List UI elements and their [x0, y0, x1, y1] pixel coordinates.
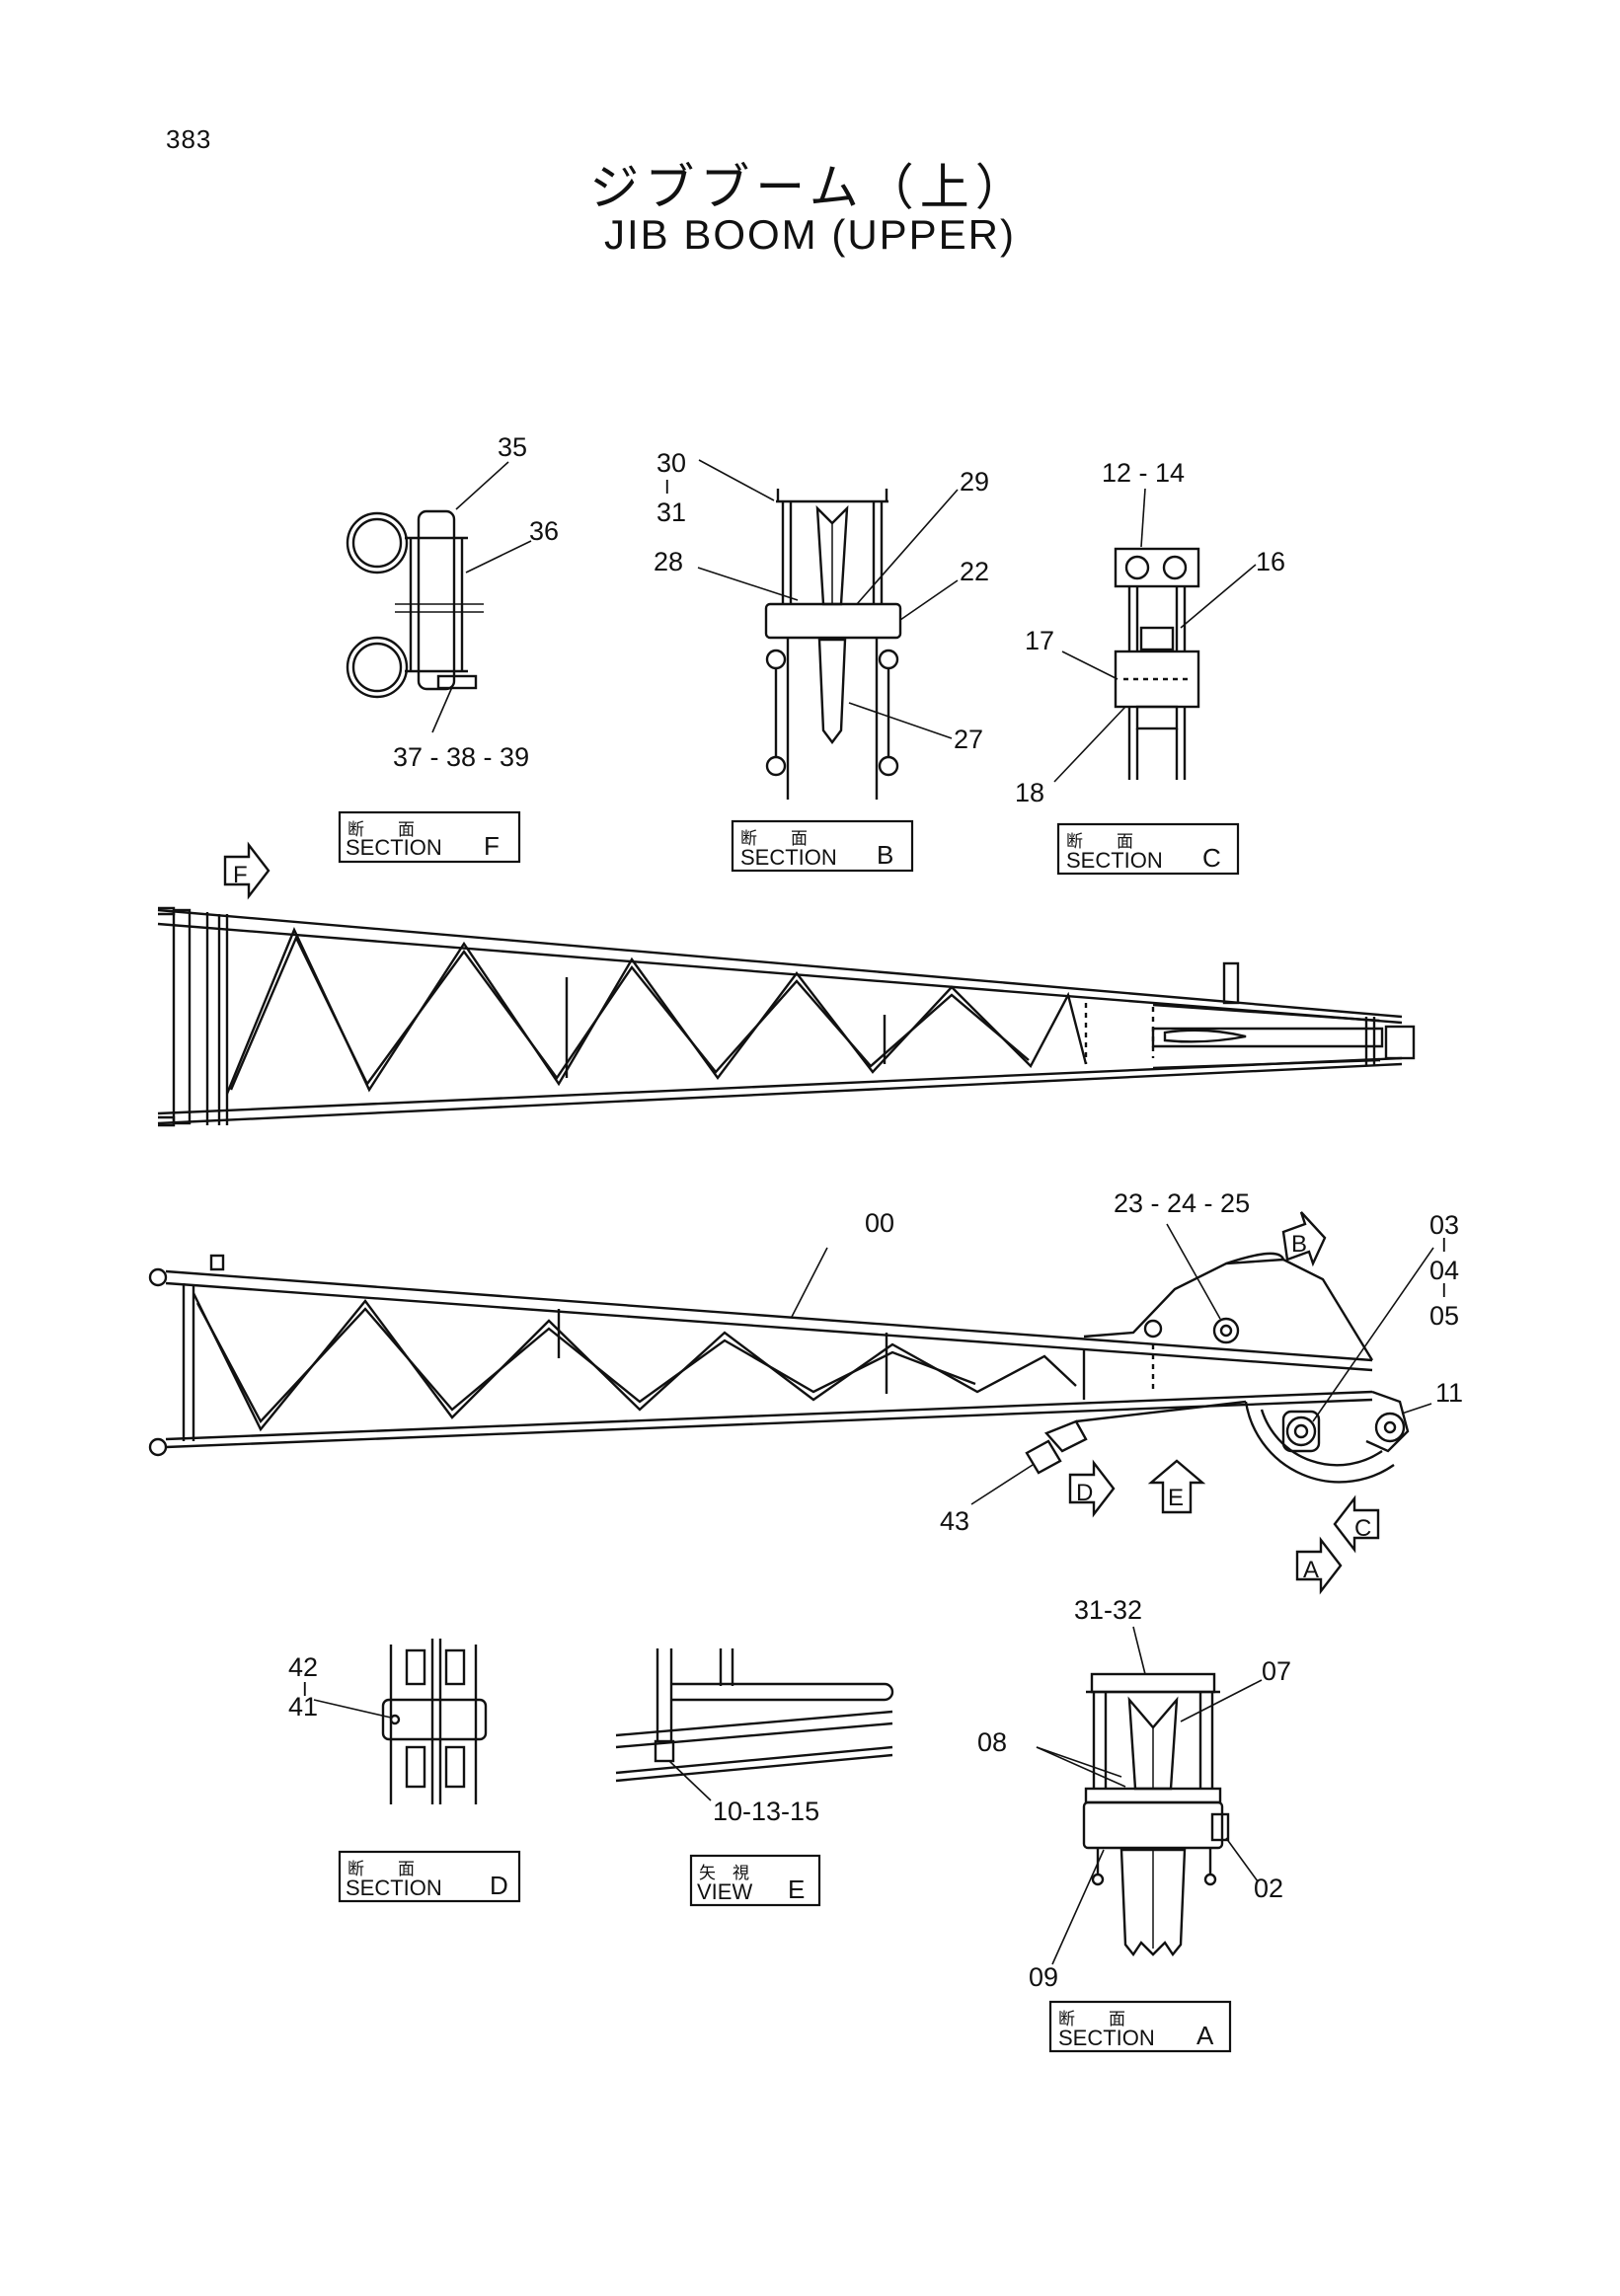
callout-37-38-39: 37 - 38 - 39: [393, 742, 529, 772]
callout-31: 31: [656, 497, 686, 527]
callout-35: 35: [498, 432, 527, 462]
arrow-e: E: [1147, 1459, 1206, 1514]
callout-28: 28: [654, 547, 683, 576]
arrow-a: A: [1295, 1536, 1343, 1595]
section-a-label: 断 面 SECTION A: [1048, 2000, 1232, 2053]
callout-31-32: 31-32: [1074, 1595, 1142, 1625]
svg-text:E: E: [788, 1875, 805, 1904]
svg-text:B: B: [877, 840, 893, 870]
section-b-label: 断 面 SECTION B: [731, 819, 914, 873]
svg-text:SECTION: SECTION: [346, 835, 442, 860]
svg-text:A: A: [1196, 2021, 1214, 2050]
svg-text:F: F: [484, 831, 500, 861]
callout-12-14: 12 - 14: [1102, 458, 1185, 488]
arrow-c: C: [1333, 1494, 1380, 1554]
svg-text:I: I: [302, 1679, 308, 1701]
section-a-detail: [1036, 1626, 1263, 1965]
svg-text:D: D: [490, 1871, 508, 1900]
section-c-label: 断 面 SECTION C: [1056, 822, 1240, 876]
svg-text:I: I: [1441, 1235, 1447, 1257]
section-d-detail: [313, 1639, 488, 1804]
callout-05: 05: [1429, 1301, 1459, 1331]
callout-36: 36: [529, 516, 559, 546]
arrow-d: D: [1068, 1459, 1116, 1518]
svg-text:SECTION: SECTION: [740, 845, 837, 870]
svg-text:I: I: [1441, 1280, 1447, 1302]
callout-29: 29: [960, 467, 989, 497]
title-japanese: ジブブーム（上）: [589, 159, 1031, 216]
callout-10-13-15: 10-13-15: [713, 1797, 819, 1826]
callout-16: 16: [1256, 547, 1285, 576]
section-d-label: 断 面 SECTION D: [338, 1850, 521, 1903]
section-c-detail: [1053, 488, 1257, 783]
svg-text:F: F: [233, 862, 248, 888]
callout-08: 08: [977, 1727, 1007, 1757]
svg-text:I: I: [664, 477, 670, 498]
svg-text:SECTION: SECTION: [1058, 2026, 1155, 2050]
svg-text:B: B: [1291, 1231, 1307, 1258]
callout-27: 27: [954, 725, 983, 754]
svg-text:C: C: [1202, 843, 1221, 873]
arrow-b: B: [1281, 1211, 1327, 1267]
svg-text:矢 視: 矢 視: [699, 1864, 749, 1882]
svg-text:SECTION: SECTION: [346, 1875, 442, 1900]
view-e-detail: [615, 1648, 894, 1801]
view-e-label: 矢 視 VIEW E: [689, 1854, 821, 1907]
callout-17: 17: [1025, 626, 1054, 655]
page-number: 383: [166, 124, 212, 154]
callout-11: 11: [1435, 1378, 1463, 1408]
callout-41: 41: [288, 1692, 318, 1722]
callout-22: 22: [960, 557, 989, 586]
svg-text:A: A: [1303, 1557, 1319, 1583]
callout-07: 07: [1262, 1656, 1291, 1686]
callout-23-24-25: 23 - 24 - 25: [1114, 1188, 1250, 1218]
svg-text:断 面: 断 面: [1066, 832, 1133, 851]
svg-text:E: E: [1168, 1485, 1184, 1511]
boom-side-view: [148, 1223, 1434, 1505]
callout-02: 02: [1254, 1874, 1283, 1903]
section-f-detail: [346, 461, 532, 733]
title-english: JIB BOOM (UPPER): [603, 211, 1017, 258]
svg-text:SECTION: SECTION: [1066, 848, 1163, 873]
svg-text:D: D: [1076, 1480, 1093, 1506]
svg-text:断 面: 断 面: [347, 1860, 415, 1878]
svg-text:断 面: 断 面: [740, 829, 808, 848]
boom-top-view: [157, 906, 1416, 1127]
section-b-detail: [697, 459, 959, 800]
svg-text:VIEW: VIEW: [697, 1879, 752, 1904]
section-f-label: 断 面 SECTION F: [338, 810, 521, 864]
callout-04: 04: [1429, 1256, 1459, 1285]
svg-text:C: C: [1354, 1515, 1371, 1542]
callout-00: 00: [865, 1208, 894, 1238]
callout-09: 09: [1029, 1962, 1058, 1992]
arrow-f: F: [223, 841, 270, 900]
callout-42: 42: [288, 1652, 318, 1682]
svg-text:断 面: 断 面: [1058, 2010, 1125, 2028]
callout-18: 18: [1015, 778, 1044, 807]
callout-30: 30: [656, 448, 686, 478]
svg-text:断 面: 断 面: [347, 820, 415, 839]
callout-03: 03: [1429, 1210, 1459, 1240]
callout-43: 43: [940, 1506, 969, 1536]
